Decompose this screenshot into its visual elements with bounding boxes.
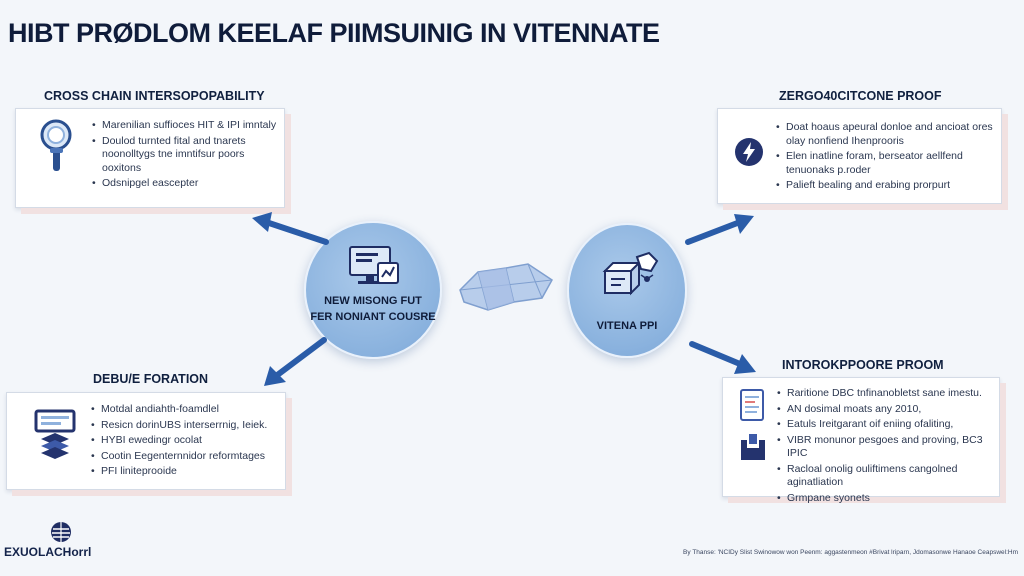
lightning-icon <box>734 137 764 167</box>
list-item: Elen inatline foram, berseator aellfend … <box>776 150 994 177</box>
list-item: HYBI ewedingr ocolat <box>91 434 281 448</box>
arrow-to-defuse <box>264 337 327 386</box>
list-item: Resicn dorinUBS interserrnig, Ieiek. <box>91 419 281 433</box>
list-item: Palieft bealing and erabing prorpurt <box>776 179 994 193</box>
defuse-heading: DEBU/E FORATION <box>93 372 209 386</box>
list-item: Cootin Eegenternnidor reformtages <box>91 450 281 464</box>
list-item: Doulod turnted fital and tnarets noonoll… <box>92 135 278 176</box>
arrow-to-cross-chain <box>252 212 329 245</box>
right-hub-circle: VITENA PPI <box>567 223 687 358</box>
defuse-bullets: Motdal andiahth-foamdlel Resicn dorinUBS… <box>91 403 281 481</box>
list-item: PFI liniteprooide <box>91 465 281 479</box>
zero-knowledge-bullets: Doat hoaus apeural donloe and ancioat or… <box>776 121 994 195</box>
footer-logo-text: EXUOLACHorrl <box>4 545 92 559</box>
list-item: Doat hoaus apeural donloe and ancioat or… <box>776 121 994 148</box>
list-item: Motdal andiahth-foamdlel <box>91 403 281 417</box>
list-item: Odsnipgel eascepter <box>92 177 278 191</box>
list-item: AN dosimal moats any 2010, <box>777 403 995 417</box>
cross-chain-bullets: Marenilian suffioces HIT & IPI imntaly D… <box>92 119 278 193</box>
monitor-icon <box>344 243 404 293</box>
stack-icon <box>33 409 77 465</box>
list-item: Raritione DBC tnfinanobletst sane imestu… <box>777 387 995 401</box>
zero-knowledge-card: Doat hoaus apeural donloe and ancioat or… <box>717 108 1002 204</box>
magnifier-icon <box>36 117 80 177</box>
left-hub-label-line2: FER NONIANT COUSRE <box>310 311 436 323</box>
cross-chain-card: Marenilian suffioces HIT & IPI imntaly D… <box>15 108 285 208</box>
defuse-card: Motdal andiahth-foamdlel Resicn dorinUBS… <box>6 392 286 490</box>
list-item: Marenilian suffioces HIT & IPI imntaly <box>92 119 278 133</box>
interop-heading: INTOROKPPOORE PROOM <box>782 358 944 372</box>
arrow-to-interop <box>689 341 756 374</box>
footer-note: By Thanse: 'NCIDy Slist Swinowow won Pee… <box>683 549 1018 556</box>
cross-chain-heading: CROSS CHAIN INTERSOPOPABILITY <box>44 89 265 103</box>
logo-icon <box>50 521 72 543</box>
list-item: Eatuls Ireitgarant oif eniing ofaliting, <box>777 418 995 432</box>
page-title: HIBT PRØDLOM KEELAF PIIMSUINIG IN VITENN… <box>8 18 660 48</box>
zero-knowledge-heading: ZERGO40CITCONE PROOF <box>779 89 942 103</box>
document-icon <box>737 388 769 470</box>
crystal-icon <box>458 262 554 312</box>
list-item: Grmpane syonets <box>777 492 995 506</box>
arrow-to-zero-knowledge <box>685 214 754 245</box>
right-hub-label: VITENA PPI <box>596 320 658 332</box>
left-hub-label-line1: NEW MISONG FUT <box>324 295 422 307</box>
list-item: VIBR monunor pesgoes and proving, BC3 IP… <box>777 434 995 461</box>
interop-bullets: Raritione DBC tnfinanobletst sane imestu… <box>777 387 995 507</box>
interop-card: Raritione DBC tnfinanobletst sane imestu… <box>722 377 1000 505</box>
list-item: Racloal onolig ouliftimens cangolned agi… <box>777 463 995 490</box>
cube-network-icon <box>599 249 661 301</box>
